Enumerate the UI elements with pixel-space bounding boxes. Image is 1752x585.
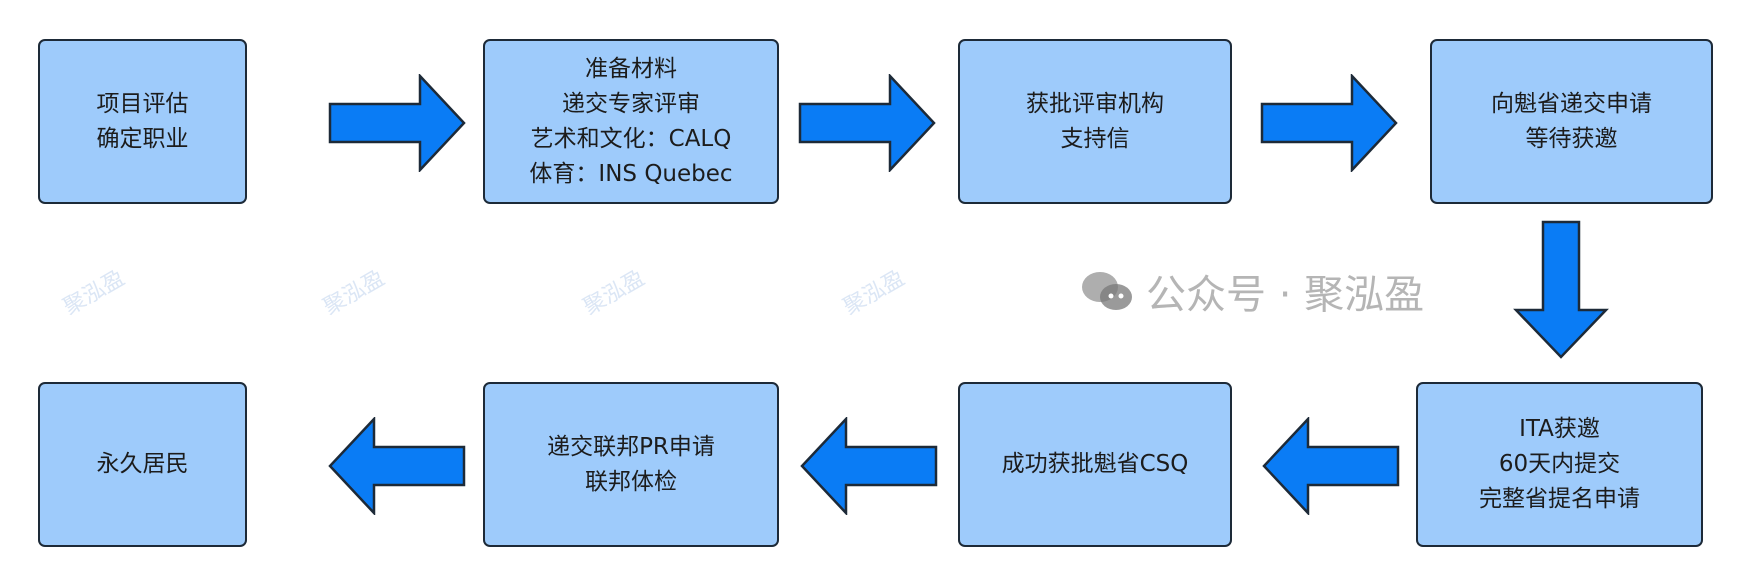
step-text: 联邦体检 bbox=[585, 468, 677, 495]
arrow-right-icon bbox=[328, 74, 466, 172]
step-box-8: 永久居民 bbox=[38, 382, 247, 547]
arrow-right-icon bbox=[1260, 74, 1398, 172]
step-text: 完整省提名申请 bbox=[1479, 486, 1640, 512]
wechat-icon bbox=[1082, 272, 1132, 310]
logo-watermark: 聚泓盈 bbox=[579, 265, 650, 321]
footer-watermark-text: 公众号 · 聚泓盈 bbox=[1146, 272, 1425, 318]
arrow-left-icon bbox=[800, 417, 938, 515]
step-box-6: 成功获批魁省CSQ bbox=[958, 382, 1232, 547]
footer-watermark: 公众号 · 聚泓盈 bbox=[1080, 262, 1424, 320]
step-text: 准备材料 bbox=[585, 55, 677, 82]
step-text: 向魁省递交申请 bbox=[1491, 90, 1652, 117]
step-text: 艺术和文化：CALQ bbox=[530, 125, 732, 152]
step-box-1: 项目评估 确定职业 bbox=[38, 39, 247, 204]
arrow-down-icon bbox=[1513, 220, 1609, 359]
step-text: 60天内提交 bbox=[1498, 451, 1621, 477]
step-text: 递交专家评审 bbox=[562, 90, 700, 117]
step-text: 体育：INS Quebec bbox=[529, 160, 733, 187]
logo-watermark: 聚泓盈 bbox=[59, 265, 130, 321]
step-text: ITA获邀 bbox=[1519, 416, 1600, 442]
step-text: 递交联邦PR申请 bbox=[547, 433, 715, 460]
step-text: 成功获批魁省CSQ bbox=[1001, 451, 1189, 477]
step-box-3: 获批评审机构 支持信 bbox=[958, 39, 1232, 204]
logo-watermark: 聚泓盈 bbox=[839, 265, 910, 321]
step-text: 获批评审机构 bbox=[1026, 90, 1164, 117]
arrow-right-icon bbox=[798, 74, 936, 172]
step-text: 支持信 bbox=[1060, 125, 1130, 152]
arrow-left-icon bbox=[1262, 417, 1400, 515]
step-text: 永久居民 bbox=[96, 451, 189, 477]
step-box-2: 准备材料 递交专家评审 艺术和文化：CALQ 体育：INS Quebec bbox=[483, 39, 779, 204]
step-text: 项目评估 bbox=[96, 90, 189, 117]
step-text: 等待获邀 bbox=[1525, 125, 1618, 152]
logo-watermark: 聚泓盈 bbox=[319, 265, 390, 321]
step-text: 确定职业 bbox=[96, 125, 189, 152]
arrow-left-icon bbox=[328, 417, 466, 515]
step-box-5: ITA获邀 60天内提交 完整省提名申请 bbox=[1416, 382, 1703, 547]
step-box-7: 递交联邦PR申请 联邦体检 bbox=[483, 382, 779, 547]
step-box-4: 向魁省递交申请 等待获邀 bbox=[1430, 39, 1713, 204]
